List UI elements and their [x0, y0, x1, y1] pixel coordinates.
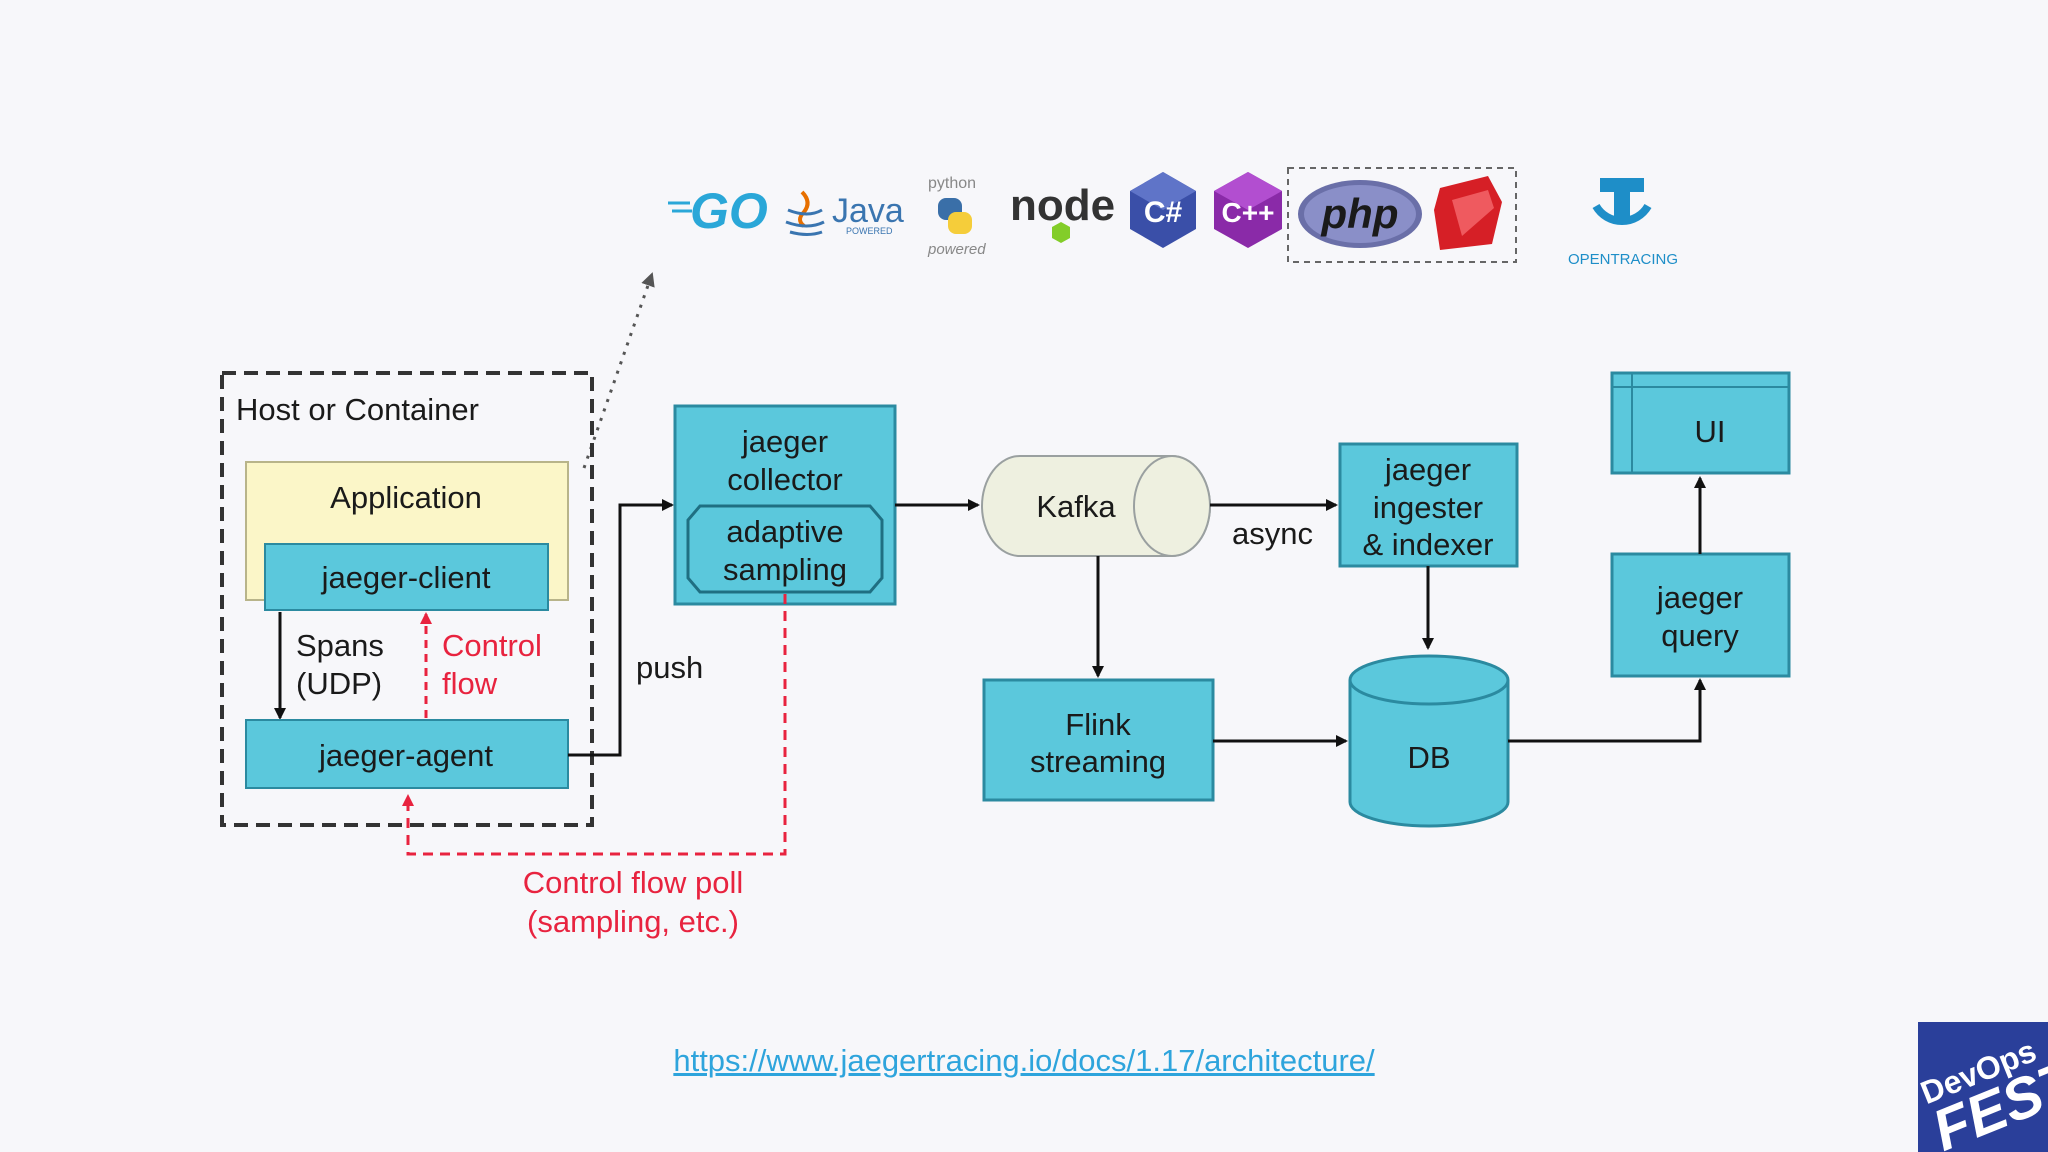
cpp-logo-text: C++: [1222, 197, 1275, 228]
ui-window-box: [1610, 371, 1791, 475]
flink-label-line2: streaming: [1030, 744, 1166, 779]
application-label: Application: [330, 480, 482, 515]
query-label-line1: jaeger: [1656, 580, 1743, 615]
jaeger-client-box: [264, 543, 549, 611]
collector-label-line2: collector: [727, 462, 842, 497]
adaptive-sampling-box: [686, 504, 884, 594]
python-logo-top: python: [928, 175, 976, 192]
ingester-label-line3: & indexer: [1363, 527, 1494, 562]
db-to-query-arrow: [1508, 678, 1706, 743]
jaeger-ingester-box: [1338, 442, 1519, 568]
cpp-logo: C++: [1214, 172, 1282, 248]
async-label: async: [1232, 516, 1313, 551]
ingester-label-line2: ingester: [1373, 490, 1483, 525]
go-logo-text: GO: [690, 183, 768, 239]
control-flow-poll-line2: (sampling, etc.): [527, 904, 739, 939]
ruby-logo: [1434, 176, 1502, 250]
spans-label-line2: (UDP): [296, 666, 382, 701]
host-container-title: Host or Container: [236, 392, 479, 427]
devops-fest-badge: DevOps FEST: [1918, 1022, 2048, 1152]
control-flow-label-line1: Control: [442, 628, 542, 663]
node-logo-text: node: [1010, 181, 1115, 230]
opentracing-logo-text: OPENTRACING: [1568, 251, 1678, 268]
ingester-label-line1: jaeger: [1384, 452, 1471, 487]
php-ruby-dashed-frame: [1287, 167, 1517, 263]
java-logo-text: Java: [832, 192, 904, 230]
control-flow-label-line2: flow: [442, 666, 498, 701]
sdk-reference-dotted-arrow: [582, 272, 655, 469]
node-logo: node: [1010, 181, 1115, 243]
host-container-box: [220, 371, 594, 827]
spans-label-line1: Spans: [296, 628, 384, 663]
query-label-line2: query: [1661, 618, 1739, 653]
php-logo: php: [1298, 180, 1422, 248]
control-flow-poll-arrow: [402, 594, 787, 856]
python-logo-bottom: powered: [927, 241, 986, 258]
control-flow-poll-line1: Control flow poll: [523, 865, 744, 900]
go-logo: GO: [668, 183, 768, 239]
csharp-logo: C#: [1130, 172, 1196, 248]
flink-label-line1: Flink: [1065, 707, 1131, 742]
java-logo: Java POWERED: [785, 190, 904, 236]
php-logo-text: php: [1321, 190, 1399, 237]
jaeger-client-label: jaeger-client: [321, 560, 491, 595]
python-logo: python powered: [927, 175, 986, 258]
jaeger-agent-label: jaeger-agent: [318, 738, 493, 773]
collector-label-line1: jaeger: [741, 424, 828, 459]
db-label: DB: [1407, 740, 1450, 775]
kafka-cylinder: [981, 455, 1211, 557]
push-label: push: [636, 650, 703, 685]
kafka-label: Kafka: [1036, 489, 1116, 524]
opentracing-logo: OPENTRACING: [1568, 178, 1678, 268]
push-arrow: [568, 499, 674, 757]
java-logo-subtext: POWERED: [846, 226, 893, 236]
ui-label: UI: [1695, 414, 1726, 449]
csharp-logo-text: C#: [1144, 196, 1183, 229]
db-cylinder: [1348, 654, 1510, 828]
adaptive-sampling-line2: sampling: [723, 552, 847, 587]
architecture-docs-link[interactable]: https://www.jaegertracing.io/docs/1.17/a…: [673, 1043, 1375, 1078]
jaeger-query-box: [1610, 552, 1791, 678]
jaeger-agent-box: [245, 719, 569, 789]
adaptive-sampling-line1: adaptive: [726, 514, 843, 549]
